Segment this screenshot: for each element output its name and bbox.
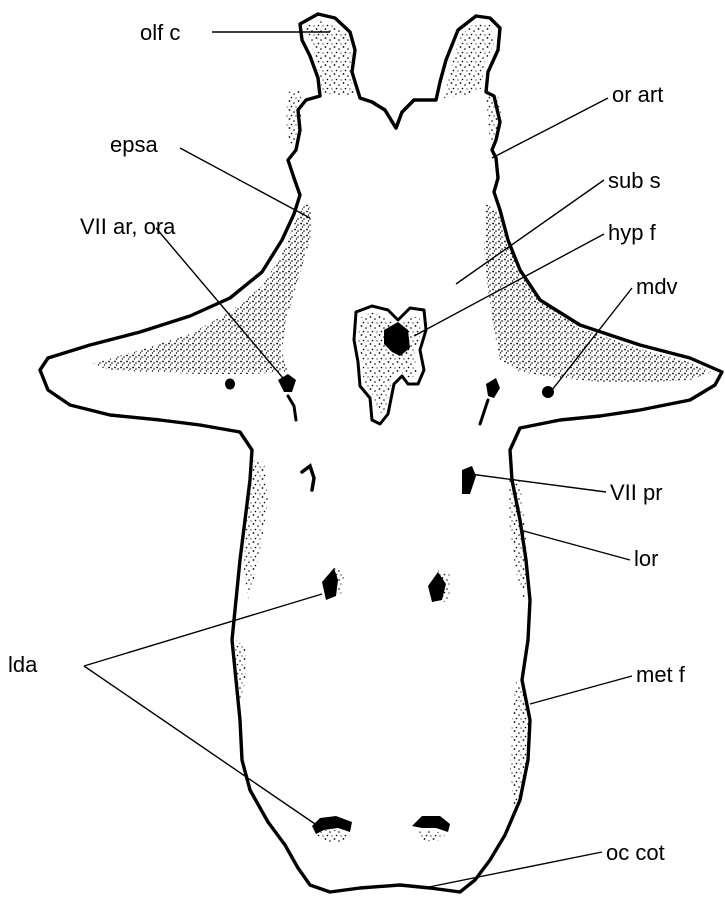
label-met-f: met f [636, 662, 686, 687]
label-epsa: epsa [110, 132, 158, 157]
mandibular-vein-left [225, 379, 235, 390]
leader-met-f [530, 676, 632, 704]
label-lor: lor [634, 546, 658, 571]
label-olf-c: olf c [140, 20, 180, 45]
label-or-art: or art [612, 82, 663, 107]
mandibular-vein-right [542, 386, 554, 398]
label-oc-cot: oc cot [606, 840, 665, 865]
label-lda: lda [8, 652, 38, 677]
leader-lor [520, 530, 630, 560]
label-sub-s: sub s [608, 168, 661, 193]
label-vii-pr: VII pr [610, 480, 663, 505]
leader-or-art [492, 98, 608, 158]
label-vii-ar-ora: VII ar, ora [80, 214, 176, 239]
label-mdv: mdv [636, 274, 678, 299]
label-hyp-f: hyp f [608, 220, 657, 245]
